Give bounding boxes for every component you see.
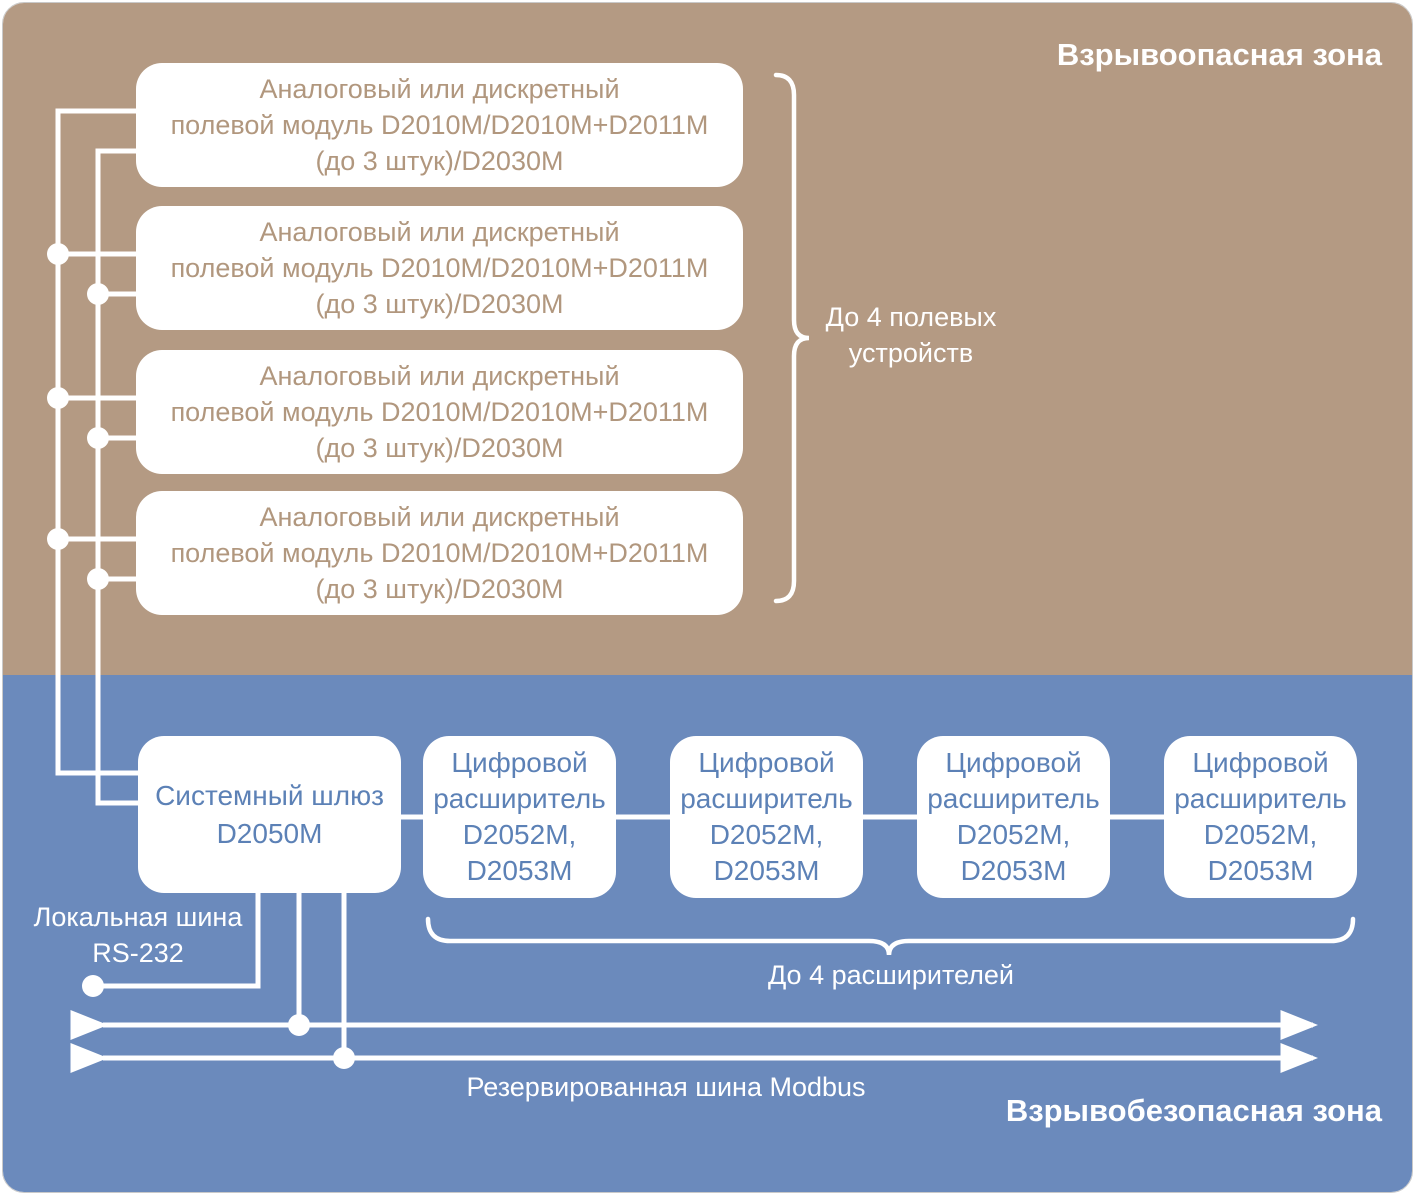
field-module-text-line1: Аналоговый или дискретный xyxy=(259,217,620,247)
expander-text-line1: Цифровой xyxy=(451,747,588,778)
field-module-text-line3: (до 3 штук)/D2030M xyxy=(315,574,564,604)
field-devices-brace-label-line1: До 4 полевых xyxy=(825,302,997,332)
rs232-label-line1: Локальная шина xyxy=(33,902,243,932)
expander-text-line4: D2053M xyxy=(466,855,573,886)
expander-box-4: Цифровой расширитель D2052M, D2053M xyxy=(1164,736,1357,898)
rs232-label-line2: RS-232 xyxy=(92,938,184,968)
field-module-text-line3: (до 3 штук)/D2030M xyxy=(315,289,564,319)
rs232-label: Локальная шина RS-232 xyxy=(23,899,253,971)
expander-text-line2: расширитель xyxy=(927,783,1100,814)
field-module-text-line3: (до 3 штук)/D2030M xyxy=(315,146,564,176)
field-module-box-4: Аналоговый или дискретный полевой модуль… xyxy=(136,491,743,615)
field-module-text-line3: (до 3 штук)/D2030M xyxy=(315,433,564,463)
gateway-box: Системный шлюз D2050M xyxy=(138,736,401,893)
safe-zone-title: Взрывобезопасная зона xyxy=(1005,1093,1382,1128)
gateway-text-line2: D2050M xyxy=(216,817,323,849)
expander-text-line1: Цифровой xyxy=(945,747,1082,778)
field-devices-brace-label: До 4 полевых устройств xyxy=(811,299,1011,371)
expander-text-line4: D2053M xyxy=(713,855,820,886)
expander-text-line3: D2052M, xyxy=(1203,819,1318,850)
field-module-text-line2: полевой модуль D2010M/D2010M+D2011M xyxy=(170,538,709,568)
field-module-box-3: Аналоговый или дискретный полевой модуль… xyxy=(136,350,743,474)
expander-text-line2: расширитель xyxy=(680,783,853,814)
expander-text-line3: D2052M, xyxy=(709,819,824,850)
expander-text-line3: D2052M, xyxy=(462,819,577,850)
gateway-text-line1: Системный шлюз xyxy=(155,779,384,811)
field-module-text-line1: Аналоговый или дискретный xyxy=(259,361,620,391)
modbus-label: Резервированная шина Modbus xyxy=(466,1072,866,1102)
expander-box-2: Цифровой расширитель D2052M, D2053M xyxy=(670,736,863,898)
field-module-text-line2: полевой модуль D2010M/D2010M+D2011M xyxy=(170,110,709,140)
expander-text-line1: Цифровой xyxy=(1192,747,1329,778)
expander-box-1: Цифровой расширитель D2052M, D2053M xyxy=(423,736,616,898)
expander-text-line1: Цифровой xyxy=(698,747,835,778)
field-module-text-line2: полевой модуль D2010M/D2010M+D2011M xyxy=(170,397,709,427)
expander-text-line3: D2052M, xyxy=(956,819,1071,850)
expanders-brace-label: До 4 расширителей xyxy=(767,960,1015,990)
field-module-text-line1: Аналоговый или дискретный xyxy=(259,74,620,104)
field-module-box-1: Аналоговый или дискретный полевой модуль… xyxy=(136,63,743,187)
expander-box-3: Цифровой расширитель D2052M, D2053M xyxy=(917,736,1110,898)
field-devices-brace-label-line2: устройств xyxy=(848,338,974,368)
expander-text-line4: D2053M xyxy=(1207,855,1314,886)
field-module-box-2: Аналоговый или дискретный полевой модуль… xyxy=(136,206,743,330)
field-module-text-line2: полевой модуль D2010M/D2010M+D2011M xyxy=(170,253,709,283)
field-module-text-line1: Аналоговый или дискретный xyxy=(259,502,620,532)
expander-text-line4: D2053M xyxy=(960,855,1067,886)
hazardous-zone-title: Взрывоопасная зона xyxy=(1056,37,1382,72)
expander-text-line2: расширитель xyxy=(433,783,606,814)
expander-text-line2: расширитель xyxy=(1174,783,1347,814)
